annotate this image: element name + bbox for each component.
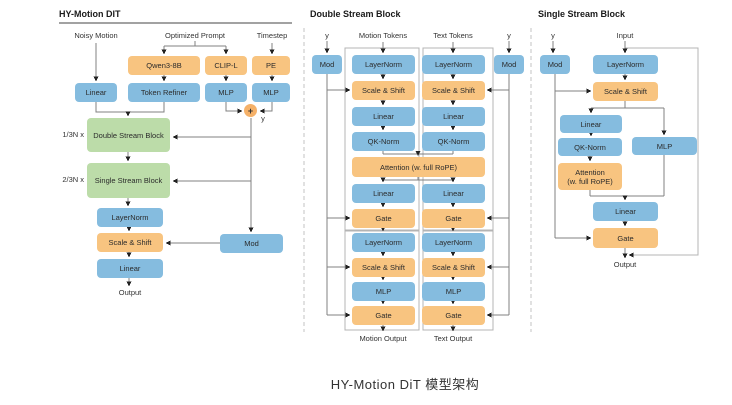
mod-box-ss: Mod — [540, 55, 570, 74]
qwen-box: Qwen3-8B — [128, 56, 200, 75]
motion-qk-norm-box: QK-Norm — [352, 132, 415, 151]
token-refiner-box: Token Refiner — [128, 83, 200, 102]
motion-mlp-box: MLP — [352, 282, 415, 301]
ss-scale-shift-box: Scale & Shift — [593, 82, 658, 101]
ss-linear2-box: Linear — [593, 202, 658, 221]
mod-box-left-panel: Mod — [220, 234, 283, 253]
single-panel-title: Single Stream Block — [538, 9, 626, 19]
figure-caption: HY-Motion DiT 模型架构 — [330, 377, 480, 392]
motion-linear2-box: Linear — [352, 184, 415, 203]
ss-attention-line2: (w. full RoPE) — [567, 176, 613, 186]
final-layernorm-box: LayerNorm — [97, 208, 163, 227]
optimized-prompt-label: Optimized Prompt — [164, 31, 226, 40]
y-label-ds-left: y — [325, 31, 329, 40]
ss-mlp-box: MLP — [632, 137, 697, 155]
pe-mlp-box: MLP — [252, 83, 290, 102]
ss-gate-box: Gate — [593, 228, 658, 248]
text-gate1-box: Gate — [422, 209, 485, 228]
y-label-ss: y — [551, 31, 555, 40]
motion-gate1-box: Gate — [352, 209, 415, 228]
ss-qk-norm-box: QK-Norm — [558, 138, 622, 156]
double-multiplier-label: 1/3N x — [62, 130, 84, 139]
text-linear2-box: Linear — [422, 184, 485, 203]
motion-tokens-label: Motion Tokens — [358, 31, 408, 40]
single-stream-block-box: Single Stream Block — [87, 163, 170, 198]
noisy-motion-label: Noisy Motion — [74, 31, 118, 40]
motion-layernorm2-box: LayerNorm — [352, 233, 415, 252]
motion-scale-shift2-box: Scale & Shift — [352, 258, 415, 277]
clip-box: CLIP-L — [205, 56, 247, 75]
motion-scale-shift1-box: Scale & Shift — [352, 81, 415, 100]
ss-attention-box: Attention (w. full RoPE) — [558, 163, 622, 190]
motion-layernorm1-box: LayerNorm — [352, 55, 415, 74]
single-multiplier-label: 2/3N x — [62, 175, 84, 184]
final-linear-box: Linear — [97, 259, 163, 278]
text-gate2-box: Gate — [422, 306, 485, 325]
text-scale-shift1-box: Scale & Shift — [422, 81, 485, 100]
mod-box-ds-right: Mod — [494, 55, 524, 74]
text-scale-shift2-box: Scale & Shift — [422, 258, 485, 277]
text-layernorm2-box: LayerNorm — [422, 233, 485, 252]
text-mlp-box: MLP — [422, 282, 485, 301]
y-label-ds-right: y — [507, 31, 511, 40]
y-label-left: y — [261, 114, 265, 123]
output-label-ss: Output — [613, 260, 637, 269]
ss-linear1-box: Linear — [560, 115, 622, 133]
text-qk-norm-box: QK-Norm — [422, 132, 485, 151]
input-label: Input — [616, 31, 634, 40]
left-panel-title: HY-Motion DIT — [59, 9, 121, 19]
pe-box: PE — [252, 56, 290, 75]
ss-attention-line1: Attention — [575, 167, 605, 177]
mod-box-ds-left: Mod — [312, 55, 342, 74]
double-stream-block-box: Double Stream Block — [87, 118, 170, 152]
text-tokens-label: Text Tokens — [433, 31, 473, 40]
text-output-label: Text Output — [433, 334, 473, 343]
text-linear1-box: Linear — [422, 107, 485, 126]
timestep-label: Timestep — [256, 31, 288, 40]
ss-layernorm-box: LayerNorm — [593, 55, 658, 74]
clip-mlp-box: MLP — [205, 83, 247, 102]
plus-icon: + — [244, 104, 257, 117]
final-scale-shift-box: Scale & Shift — [97, 233, 163, 252]
output-label-left: Output — [118, 288, 142, 297]
motion-gate2-box: Gate — [352, 306, 415, 325]
ds-attention-box: Attention (w. full RoPE) — [352, 157, 485, 177]
double-panel-title: Double Stream Block — [310, 9, 401, 19]
text-layernorm1-box: LayerNorm — [422, 55, 485, 74]
motion-linear1-box: Linear — [352, 107, 415, 126]
motion-output-label: Motion Output — [359, 334, 407, 343]
input-linear-box: Linear — [75, 83, 117, 102]
